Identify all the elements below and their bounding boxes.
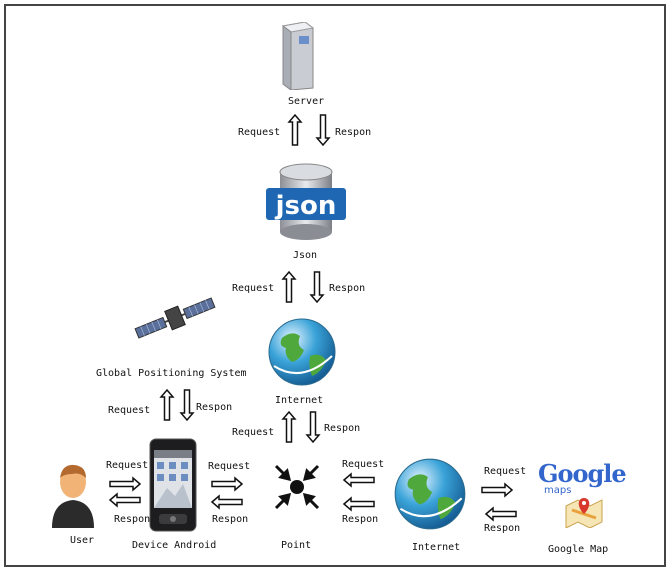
point-request-arrow: [343, 473, 375, 487]
gmap-respon-arrow: [485, 507, 517, 521]
user-request-arrow: [109, 477, 141, 491]
internet-respon-arrow: [306, 411, 320, 443]
diagram-frame: [4, 4, 666, 567]
satellite-icon: [134, 297, 216, 339]
server-label: Server: [288, 96, 325, 107]
user-respon-arrow: [109, 493, 141, 507]
point-request-label: Request: [342, 459, 385, 470]
device-respon-label: Respon: [212, 514, 249, 525]
gps-respon-label: Respon: [196, 402, 233, 413]
server-respon-label: Respon: [335, 127, 372, 138]
server-icon: [281, 22, 315, 90]
json-request-label: Request: [232, 283, 275, 294]
json-database-icon: json: [266, 163, 346, 240]
point-convergence-icon: [274, 464, 320, 510]
gmap-request-arrow: [481, 483, 513, 497]
user-request-label: Request: [106, 460, 149, 471]
internet-request-label: Request: [232, 427, 275, 438]
point-respon-label: Respon: [342, 514, 379, 525]
server-respon-arrow: [316, 114, 330, 146]
device-label: Device Android: [132, 540, 217, 551]
point-respon-arrow: [343, 497, 375, 511]
device-respon-arrow: [211, 495, 243, 509]
gps-respon-arrow: [180, 389, 194, 421]
gps-request-arrow: [160, 389, 174, 421]
android-phone-icon: [149, 438, 197, 532]
json-request-arrow: [282, 271, 296, 303]
internet-globe-right-icon: [394, 458, 466, 530]
json-label: Json: [293, 250, 318, 261]
map-pin-icon: [565, 498, 603, 528]
gmap-respon-label: Respon: [484, 523, 521, 534]
google-map-label: Google Map: [548, 544, 609, 555]
gmap-request-label: Request: [484, 466, 527, 477]
gps-label: Global Positioning System: [96, 368, 247, 379]
internet-right-label: Internet: [412, 542, 461, 553]
internet-request-arrow: [282, 411, 296, 443]
google-maps-subtext: maps: [544, 485, 572, 496]
google-maps-logo: Google maps: [538, 462, 630, 496]
json-logo-text: json: [275, 191, 337, 221]
device-request-arrow: [211, 477, 243, 491]
server-request-arrow: [288, 114, 302, 146]
json-respon-arrow: [310, 271, 324, 303]
internet-respon-label: Respon: [324, 423, 361, 434]
point-label: Point: [281, 540, 312, 551]
server-request-label: Request: [238, 127, 281, 138]
google-logo-text: Google: [538, 459, 627, 488]
internet-globe-icon: [268, 318, 336, 386]
internet-top-label: Internet: [275, 395, 324, 406]
user-avatar-icon: [52, 464, 94, 528]
user-respon-label: Respon: [114, 514, 151, 525]
device-request-label: Request: [208, 461, 251, 472]
json-respon-label: Respon: [329, 283, 366, 294]
gps-request-label: Request: [108, 405, 151, 416]
user-label: User: [70, 535, 95, 546]
